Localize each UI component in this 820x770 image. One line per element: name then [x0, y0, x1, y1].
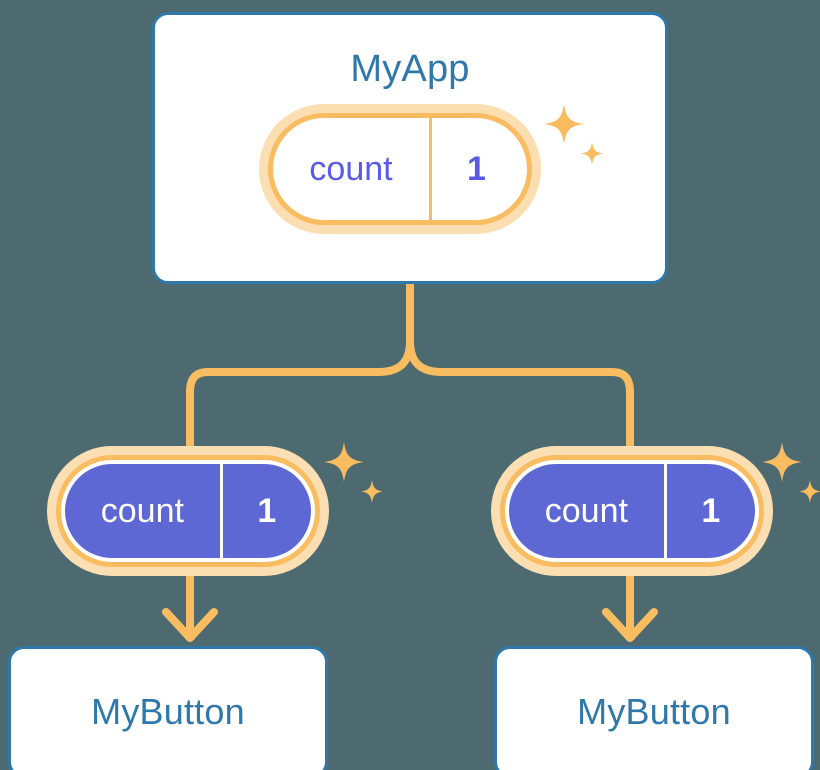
sparkle-large-icon [762, 442, 802, 482]
state-chip-root[interactable]: count 1 [268, 113, 532, 225]
leaf-card-title: MyButton [91, 691, 245, 732]
arrow-head-right-icon [602, 608, 658, 642]
leaf-card-title: MyButton [577, 691, 731, 732]
state-chip-key: count [309, 150, 393, 188]
sparkle-small-icon [361, 480, 383, 503]
root-card-title: MyApp [350, 48, 470, 90]
state-chip-right[interactable]: count 1 [500, 455, 764, 567]
arrow-head-left-icon [162, 608, 218, 642]
state-chip-body: count 1 [500, 455, 764, 567]
state-chip-inner: count 1 [509, 464, 755, 558]
leaf-component-card-left[interactable]: MyButton [8, 646, 328, 770]
state-chip-inner: count 1 [65, 464, 311, 558]
state-chip-value: 1 [219, 464, 311, 558]
state-chip-left[interactable]: count 1 [56, 455, 320, 567]
sparkle-cluster-right [762, 442, 820, 503]
sparkle-large-icon [324, 442, 364, 482]
connector-branch-right [406, 337, 634, 456]
connector-branch-left [186, 337, 414, 456]
state-chip-body: count 1 [56, 455, 320, 567]
sparkle-cluster-left [324, 442, 383, 503]
sparkle-small-icon [799, 480, 820, 503]
state-chip-value: 1 [429, 118, 521, 220]
leaf-component-card-right[interactable]: MyButton [494, 646, 814, 770]
state-chip-body: count 1 [268, 113, 532, 225]
state-chip-value: 1 [663, 464, 755, 558]
state-chip-key: count [544, 492, 628, 530]
state-chip-key: count [100, 492, 184, 530]
